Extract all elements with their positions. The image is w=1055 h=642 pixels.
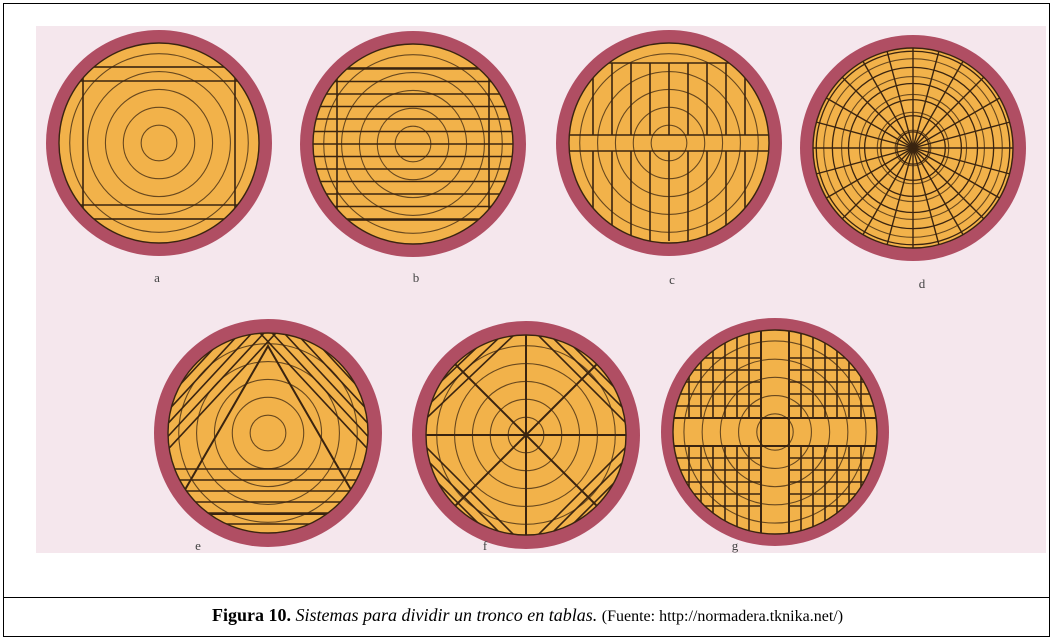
panel-label-d: d [919, 276, 926, 291]
figure-caption: Figura 10. Sistemas para dividir un tron… [0, 604, 1055, 628]
log-cross-section-f [412, 321, 640, 549]
log-cross-section-g [661, 318, 889, 546]
caption-label: Figura 10. [211, 605, 291, 625]
figure-image: a b c d e f g [36, 26, 1046, 553]
panel-label-c: c [669, 272, 675, 287]
panel-label-b: b [413, 270, 420, 285]
caption-source: (Fuente: http://normadera.tknika.net/) [601, 608, 844, 625]
figure-frame: a b c d e f g [3, 3, 1050, 637]
log-cross-section-c [556, 30, 782, 256]
panel-label-f: f [483, 538, 488, 553]
log-cross-section-b [300, 31, 526, 257]
log-cross-section-a [46, 30, 272, 256]
panel-label-g: g [732, 538, 739, 553]
panel-label-e: e [195, 538, 201, 553]
caption-divider [3, 597, 1050, 598]
panel-label-a: a [154, 270, 160, 285]
log-cutting-diagram: a b c d e f g [46, 30, 1026, 553]
caption-title: Sistemas para dividir un tronco en tabla… [295, 605, 598, 625]
log-cross-section-e [154, 319, 382, 547]
log-cross-section-d [800, 35, 1026, 261]
